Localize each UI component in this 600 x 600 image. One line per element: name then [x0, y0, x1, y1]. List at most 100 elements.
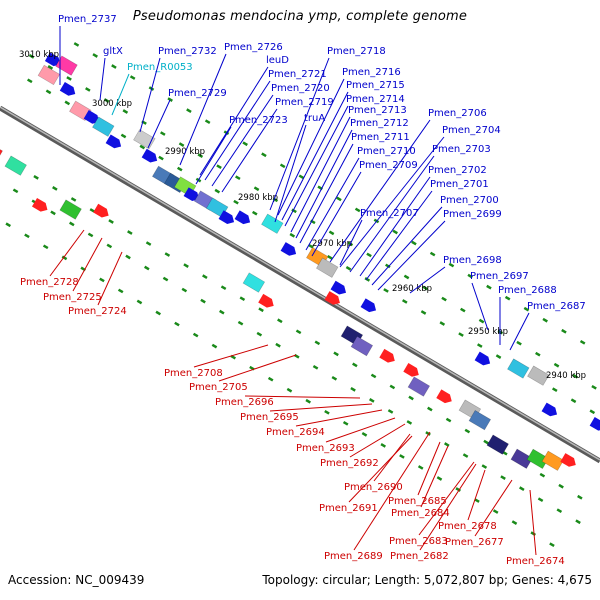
track-tick — [542, 317, 548, 323]
track-tick — [589, 409, 596, 415]
track-tick — [572, 373, 579, 379]
track-tick — [399, 454, 405, 459]
gene-arrow — [183, 187, 200, 202]
label-leader-line — [325, 417, 396, 443]
kbp-tick-label: 2980 kbp — [238, 193, 278, 203]
track-tick — [251, 210, 258, 216]
track-tick — [279, 163, 286, 169]
gene-arrow — [93, 203, 109, 218]
track-tick — [326, 254, 333, 260]
gene-box — [486, 434, 509, 455]
gene-label-top: Pmen_2713 — [348, 105, 407, 116]
gene-label-bottom: Pmen_2708 — [164, 368, 223, 379]
gene-label-top: Pmen_2716 — [342, 67, 401, 78]
track-tick — [70, 197, 77, 202]
gene-label-bottom: Pmen_2684 — [391, 508, 450, 519]
track-tick — [295, 329, 302, 335]
gene-label-top: leuD — [266, 55, 289, 66]
track-tick — [478, 318, 485, 324]
track-tick — [298, 174, 305, 180]
gene-label-top: Pmen_2714 — [346, 94, 405, 105]
gene-box — [407, 376, 431, 397]
track-tick — [539, 472, 546, 478]
track-tick — [577, 494, 583, 500]
gene-arrow — [436, 389, 452, 404]
track-tick — [178, 142, 185, 147]
gene-box — [527, 365, 550, 386]
gene-label-top: Pmen_2718 — [327, 46, 386, 57]
track-tick — [392, 229, 398, 235]
gene-arrow — [324, 291, 340, 305]
track-tick — [52, 186, 58, 191]
gene-label-top: Pmen_2721 — [268, 69, 327, 80]
track-tick — [462, 453, 469, 458]
track-tick — [61, 255, 68, 261]
gene-label-bottom: Pmen_2678 — [438, 521, 497, 532]
gene-arrow — [403, 363, 419, 377]
genome-summary-text: Topology: circular; Length: 5,072,807 bp… — [262, 573, 592, 587]
track-tick — [427, 406, 433, 412]
track-tick — [92, 53, 98, 58]
track-tick — [492, 509, 499, 514]
gene-label-top: Pmen_2723 — [229, 115, 288, 126]
track-tick — [73, 42, 80, 47]
gene-label-top: Pmen_R0053 — [127, 62, 193, 73]
track-tick — [561, 328, 567, 334]
track-tick — [314, 340, 321, 346]
gene-label-bottom: Pmen_2682 — [390, 551, 449, 562]
track-tick — [467, 273, 473, 279]
track-tick — [202, 274, 208, 279]
label-leader-line — [467, 469, 486, 521]
track-tick — [294, 353, 300, 359]
label-leader-line — [195, 126, 232, 185]
track-tick — [422, 285, 429, 291]
track-tick — [530, 531, 536, 536]
track-tick — [64, 100, 71, 106]
track-tick — [106, 243, 113, 249]
track-tick — [214, 188, 221, 194]
track-tick — [117, 288, 124, 294]
track-tick — [476, 343, 483, 348]
label-leader-line — [193, 344, 269, 368]
gene-label-top: Pmen_2715 — [346, 80, 405, 91]
track-tick — [429, 251, 436, 257]
kbp-tick-label: 2950 kbp — [468, 327, 508, 337]
label-leader-line — [290, 116, 351, 233]
label-leader-line — [49, 229, 85, 277]
gene-label-bottom: Pmen_2694 — [266, 427, 325, 438]
gene-label-top: Pmen_2732 — [158, 46, 217, 57]
track-tick — [162, 276, 169, 282]
gene-label-top: Pmen_2726 — [224, 42, 283, 53]
track-tick — [129, 75, 136, 80]
gene-label-bottom: Pmen_2693 — [296, 443, 355, 454]
track-tick — [331, 375, 338, 381]
track-tick — [553, 362, 560, 368]
label-leader-line — [417, 441, 441, 496]
label-leader-line — [97, 251, 123, 306]
track-tick — [417, 465, 424, 470]
track-tick — [69, 221, 75, 227]
track-tick — [85, 87, 91, 92]
label-leader-line — [353, 431, 431, 551]
gene-label-top: Pmen_2719 — [275, 97, 334, 108]
gene-arrow — [234, 210, 251, 225]
track-tick — [275, 342, 281, 348]
track-tick — [383, 288, 389, 293]
label-leader-line — [299, 143, 354, 244]
track-tick — [324, 409, 330, 415]
track-tick — [556, 508, 563, 514]
track-tick — [354, 207, 361, 213]
track-tick — [380, 443, 386, 448]
track-tick — [500, 475, 506, 480]
gene-arrow — [560, 453, 576, 467]
gene-label-top: Pmen_2700 — [440, 195, 499, 206]
track-tick — [258, 307, 264, 313]
kbp-tick-label: 2940 kbp — [546, 371, 586, 381]
gene-arrow — [105, 134, 122, 149]
gene-label-top: gltX — [103, 46, 123, 57]
track-tick — [176, 166, 183, 172]
gene-label-bottom: Pmen_2695 — [240, 412, 299, 423]
gene-label-top: Pmen_2720 — [271, 83, 330, 94]
track-tick — [448, 262, 455, 268]
track-tick — [345, 266, 352, 271]
